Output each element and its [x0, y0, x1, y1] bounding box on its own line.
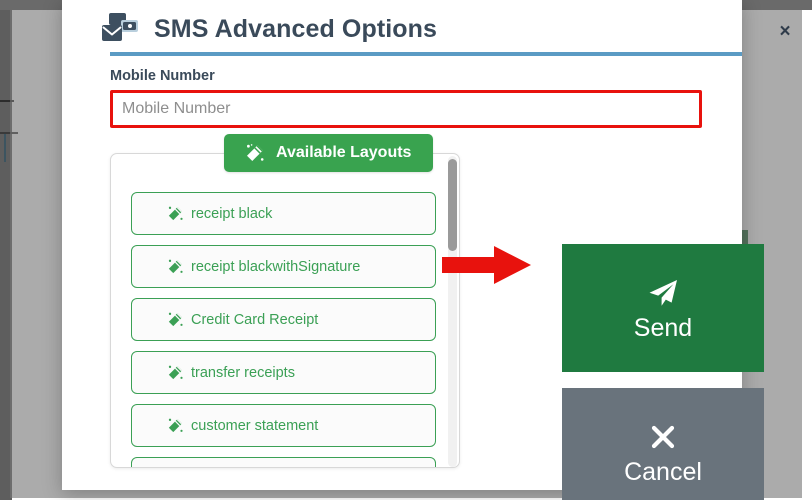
list-item[interactable]: customer statement	[131, 404, 436, 447]
magic-wand-icon	[168, 312, 183, 327]
background-line-b	[0, 132, 18, 134]
list-item-label: customer statement	[191, 417, 319, 434]
list-item-label: transfer receipts	[191, 364, 295, 381]
available-layouts-button[interactable]: Available Layouts	[224, 134, 434, 172]
mobile-number-label: Mobile Number	[110, 68, 215, 84]
send-button[interactable]: Send	[562, 244, 764, 372]
close-icon[interactable]: ×	[772, 18, 798, 44]
list-item[interactable]: Credit Card Receipt	[131, 298, 436, 341]
cancel-button-label: Cancel	[624, 457, 702, 486]
background-line-a	[0, 100, 14, 102]
available-layouts-label: Available Layouts	[276, 144, 412, 161]
close-x-icon	[651, 425, 675, 448]
paper-plane-icon	[649, 279, 677, 306]
list-item[interactable]: transfer receipts	[131, 351, 436, 394]
magic-wand-icon	[168, 259, 183, 274]
header-divider	[110, 52, 742, 56]
sms-messages-icon	[102, 13, 138, 41]
dialog-header: SMS Advanced Options	[62, 0, 742, 58]
list-item[interactable]	[131, 457, 436, 467]
list-item[interactable]: receipt blackwithSignature	[131, 245, 436, 288]
list-item[interactable]: receipt black	[131, 192, 436, 235]
magic-wand-icon	[168, 418, 183, 433]
send-button-label: Send	[633, 313, 693, 342]
list-item-label: receipt black	[191, 205, 273, 222]
layouts-panel: receipt black receipt blackwithSignature	[110, 153, 460, 468]
background-line-c	[4, 134, 6, 162]
sms-advanced-options-dialog: SMS Advanced Options Mobile Number Avail	[62, 0, 764, 500]
layouts-scrollbar[interactable]	[448, 156, 457, 467]
mobile-number-input[interactable]	[110, 90, 702, 128]
magic-wand-icon	[247, 144, 264, 161]
magic-wand-icon	[168, 206, 183, 221]
dialog-body: Mobile Number Available Layouts	[62, 58, 764, 500]
list-item-label: receipt blackwithSignature	[191, 258, 361, 275]
list-item-label: Credit Card Receipt	[191, 311, 319, 328]
layouts-list: receipt black receipt blackwithSignature	[111, 154, 459, 467]
layouts-scrollbar-thumb[interactable]	[448, 159, 457, 251]
page-title: SMS Advanced Options	[154, 14, 438, 43]
magic-wand-icon	[168, 365, 183, 380]
available-layouts-section: Available Layouts receipt b	[110, 134, 704, 468]
dialog-actions: Send Cancel	[562, 244, 764, 500]
cancel-button[interactable]: Cancel	[562, 388, 764, 500]
